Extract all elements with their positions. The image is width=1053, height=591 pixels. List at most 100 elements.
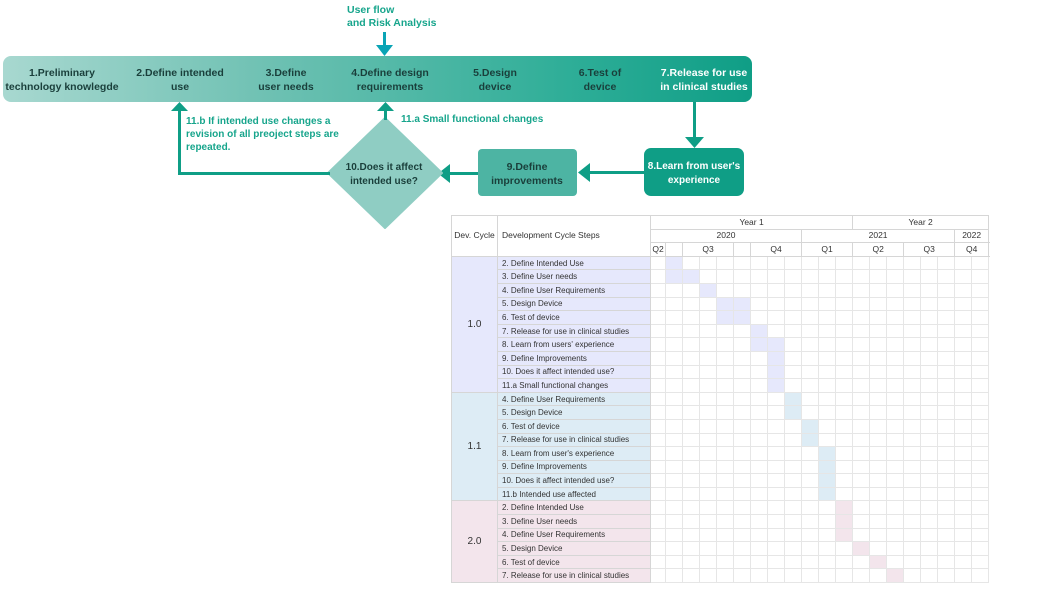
timeline-cell xyxy=(886,337,905,352)
timeline-cell xyxy=(716,323,734,339)
step-label: 5. Design Device xyxy=(497,405,651,420)
timeline-cell xyxy=(834,473,854,488)
timeline-cell xyxy=(886,459,905,475)
timeline-cell xyxy=(767,282,785,298)
timeline-cell xyxy=(920,432,939,448)
timeline-cell xyxy=(750,418,768,434)
timeline-cell xyxy=(750,527,768,543)
timeline-cell xyxy=(784,486,802,502)
timeline-cell xyxy=(818,364,836,380)
timeline-cell xyxy=(699,500,717,516)
gantt-row: 4. Define User Requirements xyxy=(452,527,990,543)
timeline-cell xyxy=(699,486,717,502)
timeline-cell xyxy=(650,350,666,366)
timeline-cell xyxy=(682,554,700,570)
timeline-cell xyxy=(716,418,734,434)
timeline-cell xyxy=(852,500,871,516)
step-label: 2. Define Intended Use xyxy=(497,500,651,516)
timeline-cell xyxy=(733,473,751,488)
timeline-cell xyxy=(650,282,666,298)
timeline-cell xyxy=(971,446,990,461)
timeline-cell xyxy=(852,282,871,298)
step-label: 4. Define User Requirements xyxy=(497,527,651,543)
timeline-cell-active xyxy=(801,418,819,434)
timeline-cell xyxy=(937,255,956,271)
timeline-cell xyxy=(920,459,939,475)
step-label: 7. Release for use in clinical studies xyxy=(497,432,651,448)
header-calendar-year: 2022 xyxy=(954,228,990,244)
timeline-cell-active xyxy=(767,337,785,352)
timeline-cell xyxy=(937,378,956,393)
timeline-cell xyxy=(801,514,819,529)
timeline-cell xyxy=(818,282,836,298)
timeline-cell xyxy=(818,350,836,366)
timeline-cell xyxy=(650,446,666,461)
timeline-cell xyxy=(920,500,939,516)
step-label: 9. Define Improvements xyxy=(497,459,651,475)
timeline-cell xyxy=(733,391,751,407)
timeline-cell-active xyxy=(818,473,836,488)
timeline-cell xyxy=(937,418,956,434)
timeline-cell xyxy=(716,473,734,488)
timeline-cell xyxy=(903,296,922,312)
timeline-cell xyxy=(665,378,683,393)
timeline-cell xyxy=(733,446,751,461)
timeline-cell xyxy=(971,310,990,325)
timeline-cell xyxy=(920,364,939,380)
timeline-cell xyxy=(650,364,666,380)
timeline-cell xyxy=(869,310,888,325)
timeline-cell-active xyxy=(818,446,836,461)
timeline-cell xyxy=(716,541,734,556)
timeline-cell xyxy=(852,310,871,325)
timeline-cell xyxy=(665,391,683,407)
timeline-cell xyxy=(750,296,768,312)
timeline-cell xyxy=(869,391,888,407)
timeline-cell xyxy=(886,541,905,556)
step-label: 9. Define Improvements xyxy=(497,350,651,366)
timeline-cell xyxy=(834,446,854,461)
timeline-cell xyxy=(682,500,700,516)
timeline-cell xyxy=(716,527,734,543)
timeline-cell xyxy=(650,500,666,516)
timeline-cell xyxy=(750,486,768,502)
timeline-cell xyxy=(903,500,922,516)
timeline-cell xyxy=(750,514,768,529)
timeline-cell xyxy=(954,418,973,434)
timeline-cell xyxy=(801,310,819,325)
timeline-cell xyxy=(954,500,973,516)
timeline-cell xyxy=(716,446,734,461)
timeline-cell xyxy=(801,554,819,570)
timeline-cell xyxy=(954,378,973,393)
timeline-cell xyxy=(650,391,666,407)
timeline-cell xyxy=(818,296,836,312)
timeline-cell-active xyxy=(665,269,683,284)
header-quarter xyxy=(665,242,683,257)
timeline-cell xyxy=(954,446,973,461)
timeline-cell xyxy=(682,255,700,271)
header-quarter: Q1 xyxy=(800,242,854,257)
timeline-cell xyxy=(818,432,836,448)
timeline-cell xyxy=(834,255,854,271)
timeline-cell xyxy=(971,255,990,271)
timeline-cell xyxy=(750,446,768,461)
timeline-cell xyxy=(818,337,836,352)
timeline-cell-active xyxy=(784,391,802,407)
arrow-small-changes xyxy=(377,102,394,120)
timeline-cell xyxy=(716,554,734,570)
timeline-cell xyxy=(920,282,939,298)
timeline-cell-active xyxy=(699,282,717,298)
timeline-cell xyxy=(869,541,888,556)
svg-text:use: use xyxy=(171,81,189,93)
timeline-cell xyxy=(699,391,717,407)
timeline-cell xyxy=(682,541,700,556)
svg-text:technology knowlegde: technology knowlegde xyxy=(5,81,118,93)
gantt-row: 5. Design Device xyxy=(452,296,990,312)
timeline-cell xyxy=(920,446,939,461)
timeline-cell xyxy=(971,418,990,434)
timeline-cell xyxy=(801,391,819,407)
timeline-cell-active xyxy=(834,500,854,516)
timeline-cell xyxy=(971,500,990,516)
timeline-cell xyxy=(767,310,785,325)
timeline-cell xyxy=(954,323,973,339)
